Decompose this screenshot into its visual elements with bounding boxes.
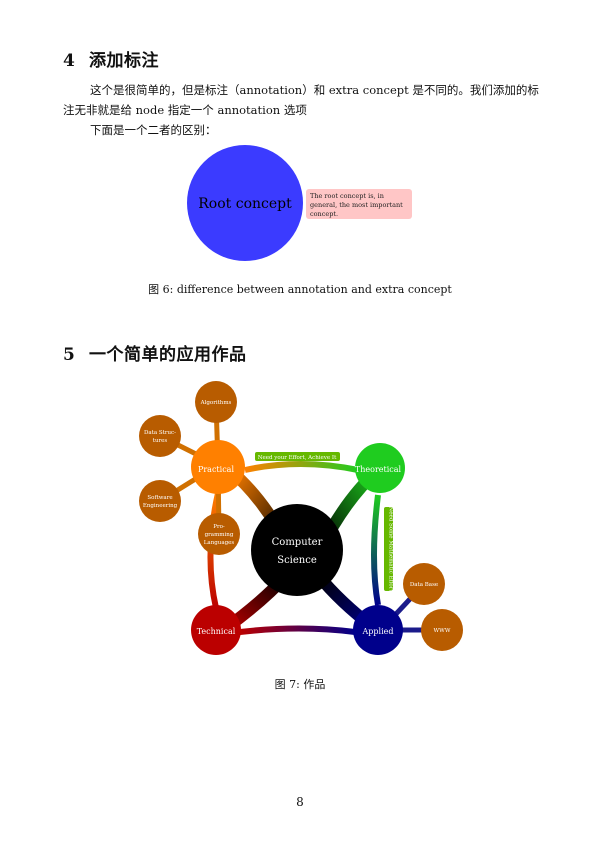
section-4-para1-line1: 这个是很简单的，但是标注（annotation）和 extra concept … — [90, 83, 539, 97]
label-technical: Technical — [197, 627, 236, 636]
root-concept-label: Root concept — [198, 196, 292, 212]
label-prog-lang-3: Languages — [204, 540, 235, 546]
label-www: WWW — [434, 628, 451, 634]
node-applied — [353, 605, 403, 655]
node-practical — [191, 440, 245, 494]
node-software-eng — [139, 480, 181, 522]
link-technical-applied — [239, 625, 356, 635]
label-theoretical: Theoretical — [355, 465, 402, 474]
annotation-line-2: general, the most important — [310, 201, 403, 209]
section-4-number: 4 — [63, 51, 76, 71]
annotation-vertical — [384, 507, 393, 591]
figure-7-caption: 图 7: 作品 — [274, 678, 326, 691]
link-theoretical-applied — [371, 494, 381, 606]
figure-7-mindmap: Need your Effort, Achieve It Need Some M… — [139, 381, 463, 655]
label-data-structures-1: Data Struc- — [144, 430, 176, 436]
annotation-horizontal-text: Need your Effort, Achieve It — [258, 455, 337, 461]
annotation-line-1: The root concept is, in — [310, 192, 384, 200]
label-science: Science — [277, 555, 317, 566]
label-software-eng-2: Engineering — [143, 503, 178, 509]
node-data-base — [403, 563, 445, 605]
label-algorithms: Algorithms — [200, 400, 232, 406]
label-practical: Practical — [198, 465, 234, 474]
node-computer-science — [251, 504, 343, 596]
section-4-title: 添加标注 — [89, 51, 159, 71]
page-number: 8 — [296, 795, 304, 809]
label-software-eng-1: Software — [147, 495, 172, 501]
section-5-title: 一个简单的应用作品 — [89, 345, 247, 365]
node-technical — [191, 605, 241, 655]
label-prog-lang-2: gramming — [205, 532, 234, 538]
label-prog-lang-1: Pro- — [213, 524, 225, 530]
annotation-line-3: concept. — [310, 210, 338, 218]
node-data-structures — [139, 415, 181, 457]
node-prog-lang — [198, 513, 240, 555]
label-computer: Computer — [272, 537, 323, 548]
root-concept-node — [187, 145, 303, 261]
node-algorithms — [195, 381, 237, 423]
label-applied: Applied — [362, 627, 394, 636]
label-data-base: Data Base — [410, 582, 438, 588]
section-5-number: 5 — [63, 345, 76, 365]
section-4-para2: 下面是一个二者的区别： — [90, 123, 217, 137]
node-theoretical — [355, 443, 405, 493]
node-www — [421, 609, 463, 651]
annotation-vertical-text: Need Some Mathematic Effort — [388, 506, 394, 592]
annotation-horizontal — [255, 452, 340, 461]
figure-6-caption: 图 6: difference between annotation and e… — [148, 283, 452, 296]
label-data-structures-2: tures — [153, 438, 168, 444]
link-practical-theoretical — [244, 461, 359, 473]
section-4-heading: 4 添加标注 — [63, 46, 159, 71]
figure-6: Root concept The root concept is, in gen… — [187, 145, 412, 261]
section-4-para1-line2: 注无非就是给 node 指定一个 annotation 选项 — [63, 103, 307, 117]
annotation-box — [306, 189, 412, 219]
section-5-heading: 5 一个简单的应用作品 — [63, 340, 247, 365]
